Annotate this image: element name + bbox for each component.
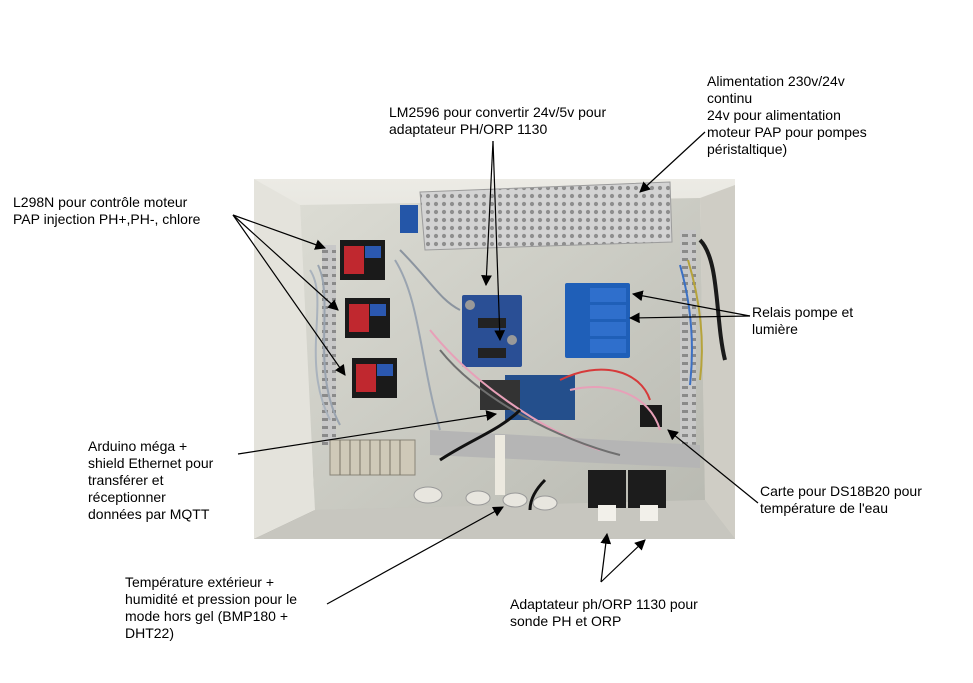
arrow-psu bbox=[639, 131, 706, 193]
l298n-board bbox=[340, 240, 385, 280]
label-lm2596: LM2596 pour convertir 24v/5v pour adapta… bbox=[389, 104, 607, 137]
label-relais: Relais pompe et lumière bbox=[752, 304, 854, 337]
arrow-adaptateur bbox=[600, 539, 646, 583]
l298n-board bbox=[345, 298, 390, 338]
arrow-relais bbox=[628, 312, 751, 324]
arrow-l298n bbox=[232, 214, 346, 376]
arrow-l298n bbox=[232, 214, 327, 250]
arrow-lm2596 bbox=[492, 140, 506, 342]
label-bmp: Température extérieur + humidité et pres… bbox=[125, 574, 297, 641]
l298n-board bbox=[352, 358, 397, 398]
arrow-ds18b20 bbox=[667, 429, 759, 504]
arrow-arduino bbox=[237, 410, 498, 455]
arrow-relais bbox=[631, 290, 751, 317]
arrow-bmp bbox=[326, 506, 504, 605]
label-arduino: Arduino méga + shield Ethernet pour tran… bbox=[88, 438, 214, 522]
label-psu: Alimentation 230v/24v continu 24v pour a… bbox=[707, 73, 867, 157]
label-ds18b20: Carte pour DS18B20 pour température de l… bbox=[760, 483, 922, 516]
arrow-l298n bbox=[232, 214, 339, 311]
arrow-adaptateur bbox=[600, 532, 612, 583]
label-adaptateur: Adaptateur ph/ORP 1130 pour sonde PH et … bbox=[510, 596, 698, 629]
arrow-lm2596 bbox=[481, 140, 494, 287]
label-l298n: L298N pour contrôle moteur PAP injection… bbox=[13, 194, 201, 227]
